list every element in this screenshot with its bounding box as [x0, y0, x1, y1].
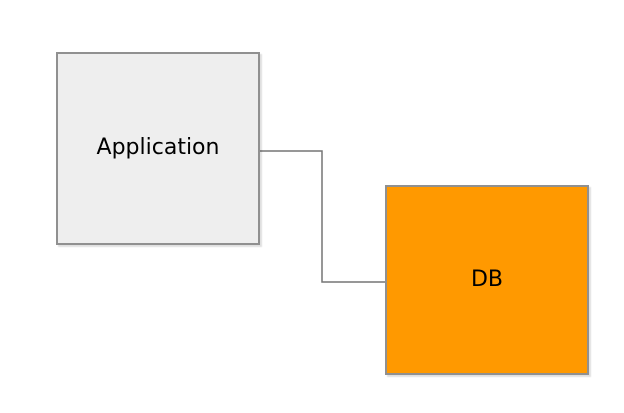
node-db-label: DB: [470, 266, 504, 292]
node-db[interactable]: DB: [385, 185, 589, 375]
node-application[interactable]: Application: [56, 52, 260, 245]
node-application-label: Application: [96, 135, 220, 161]
application-db-connector[interactable]: [260, 150, 385, 283]
